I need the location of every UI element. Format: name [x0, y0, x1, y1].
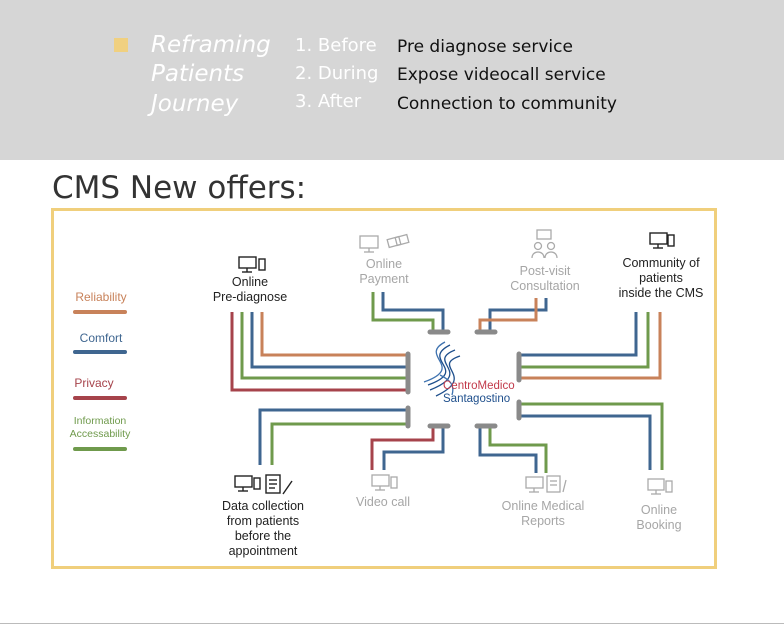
line-community-comfort: [521, 312, 638, 357]
phase-during-desc: Expose videocall service: [397, 65, 606, 85]
legend-privacy-label: Privacy: [74, 376, 114, 390]
banner-title-line-3: Journey: [151, 91, 239, 117]
line-postvisit-comfort: [488, 298, 548, 330]
node-video-call: Video call: [356, 495, 410, 509]
phase-during: 2. During: [295, 63, 379, 84]
node-data-collection: Data collection from patients before the…: [222, 499, 304, 558]
video-call-icon: [371, 474, 398, 491]
phase-after-desc: Connection to community: [397, 94, 617, 114]
legend-comfort-bar: [73, 350, 127, 354]
data-collection-icon: [234, 474, 293, 495]
node-online-medical-reports: Online Medical Reports: [501, 499, 585, 528]
medical-reports-icon: [525, 475, 567, 493]
logo-swirl-icon: [423, 341, 461, 397]
node-community: Community of patients inside the CMS: [618, 256, 704, 300]
payment-icon: [359, 233, 410, 253]
community-monitor-icon: [649, 232, 675, 249]
phase-before-desc: Pre diagnose service: [397, 37, 573, 57]
legend-information-label: Information Accessability: [69, 415, 131, 440]
line-datacollection-comfort: [258, 408, 406, 465]
phase-before: 1. Before: [295, 35, 377, 56]
line-payment-comfort: [381, 292, 445, 330]
line-datacollection-info: [270, 422, 406, 465]
legend-privacy-bar: [73, 396, 127, 400]
node-online-payment: Online Payment: [359, 257, 409, 286]
line-prediagnose-reliability: [260, 312, 406, 357]
booking-icon: [647, 478, 673, 495]
legend-reliability-bar: [73, 310, 127, 314]
legend-information-bar: [73, 447, 127, 451]
footer-divider: [0, 623, 784, 624]
line-prediagnose-privacy: [230, 312, 406, 392]
line-prediagnose-comfort: [250, 312, 406, 369]
line-videocall-privacy: [370, 428, 435, 470]
node-post-visit-consultation: Post-visit Consultation: [510, 264, 580, 293]
line-booking-info: [521, 402, 664, 470]
line-postvisit-reliability: [478, 298, 538, 330]
legend-comfort-label: Comfort: [79, 331, 123, 345]
node-online-prediagnose: Online Pre-diagnose: [212, 275, 288, 304]
diagram-frame: [51, 208, 717, 569]
line-community-reliability: [521, 312, 662, 380]
consultation-icon: [531, 229, 558, 259]
banner-title-line-1: Reframing: [151, 32, 271, 58]
logo-text-line-2: Santagostino: [443, 393, 511, 405]
monitor-phone-icon: [238, 256, 266, 273]
line-prediagnose-info: [240, 312, 406, 380]
bullet-square: [114, 38, 128, 52]
line-payment-info: [371, 292, 435, 330]
line-community-info: [521, 312, 650, 369]
phase-after: 3. After: [295, 91, 362, 112]
banner-title-line-2: Patients: [151, 61, 245, 87]
line-reports-info: [488, 428, 548, 473]
logo-text-line-1: CentroMedico: [443, 380, 515, 392]
page-heading: CMS New offers:: [52, 170, 307, 206]
header-banner: Reframing Patients Journey 1. Before 2. …: [0, 0, 784, 160]
line-booking-comfort: [521, 414, 652, 470]
node-online-booking: Online Booking: [636, 503, 682, 532]
line-reports-comfort: [478, 428, 538, 473]
line-videocall-comfort: [382, 428, 445, 470]
legend-reliability-label: Reliability: [75, 290, 127, 304]
